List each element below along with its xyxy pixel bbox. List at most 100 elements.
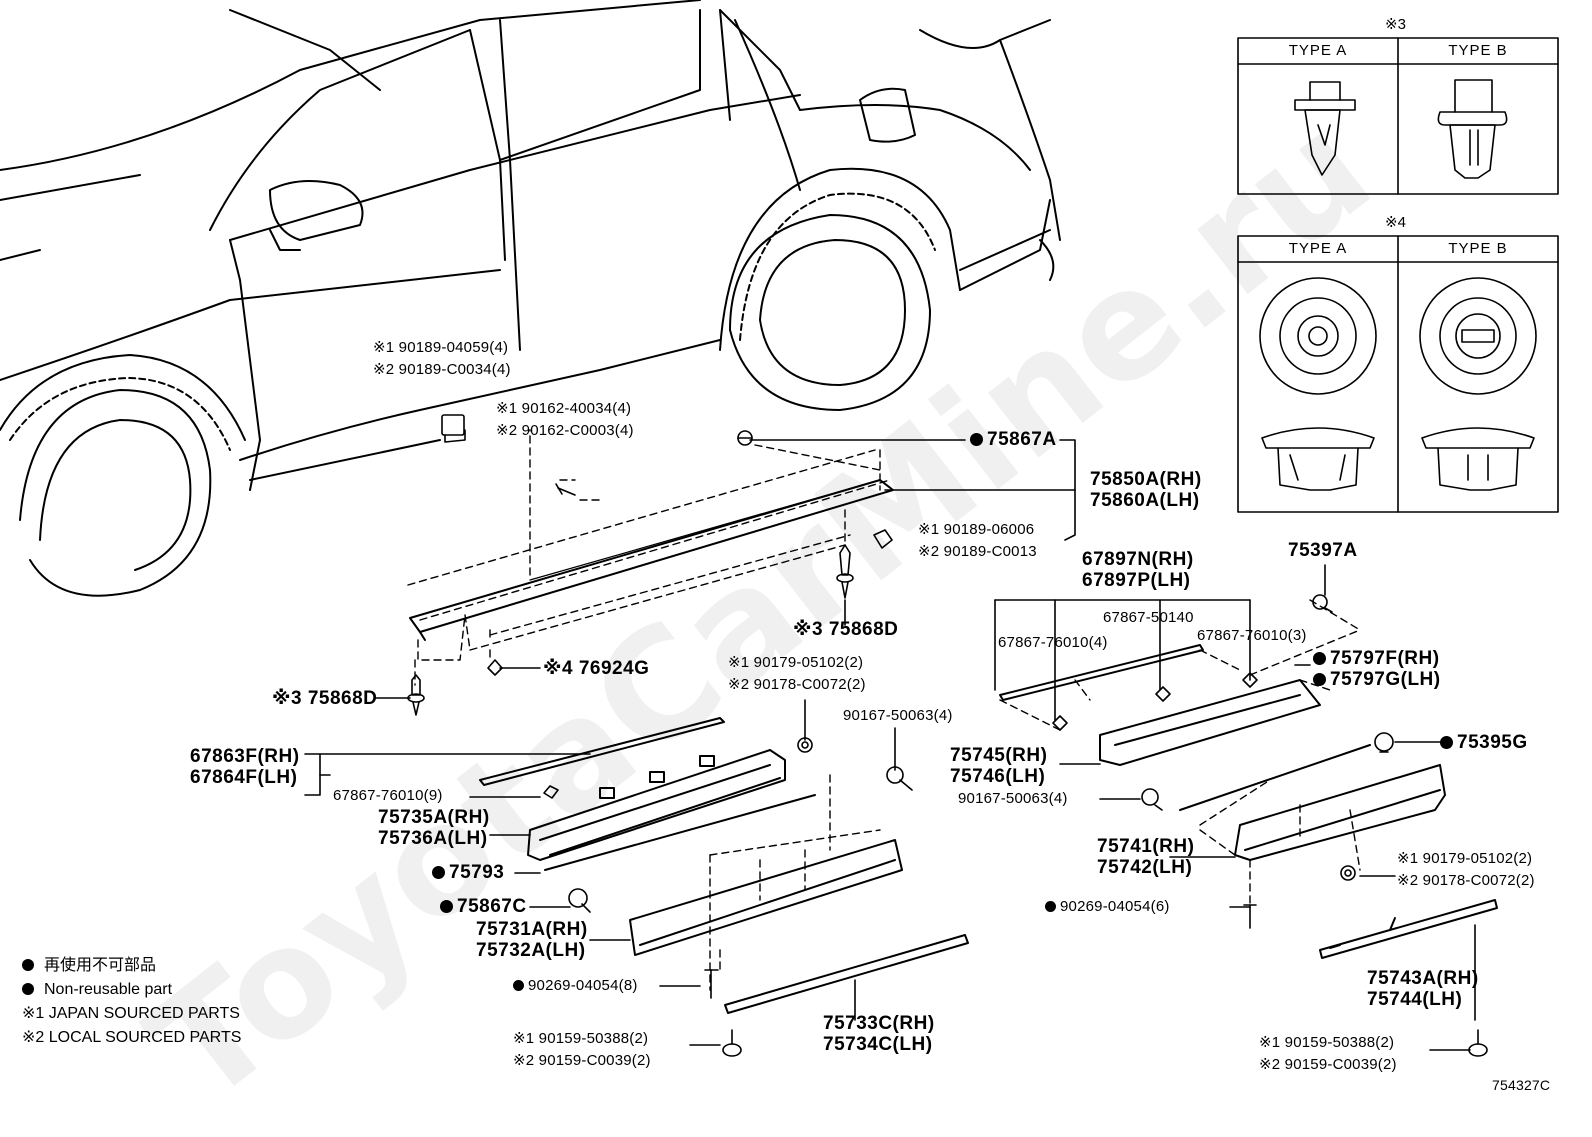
label-75736A: 75736A(LH): [378, 828, 488, 849]
label-75793: 75793: [432, 862, 504, 883]
label-75731A: 75731A(RH): [476, 919, 588, 940]
label-nut-90178-right: ※2 90178-C0072(2): [1397, 872, 1535, 889]
label-75742: 75742(LH): [1097, 857, 1193, 878]
label-75741: 75741(RH): [1097, 836, 1195, 857]
molding-75743: [1319, 899, 1498, 959]
fastener-icons: [407, 414, 1488, 1057]
legend-nonreusable-jp: 再使用不可部品: [44, 957, 157, 974]
clip-icon: [737, 430, 753, 446]
label-bolt-90167-right: 90167-50063(4): [958, 790, 1068, 807]
label-nut-90179-left: ※1 90179-05102(2): [728, 654, 864, 671]
label-clip-90189-jp: ※1 90189-04059(4): [373, 339, 509, 356]
label-75734C: 75734C(LH): [823, 1034, 933, 1055]
label-75745: 75745(RH): [950, 745, 1048, 766]
label-bolt-90159-jp-right: ※1 90159-50388(2): [1259, 1034, 1395, 1051]
bolt-icon: [886, 766, 913, 791]
bolt-icon: [1468, 1029, 1488, 1057]
label-75868D-bottom: ※3 75868D: [272, 688, 378, 709]
note-box-4: [1237, 235, 1559, 513]
label-nut-90179-right: ※1 90179-05102(2): [1397, 850, 1533, 867]
rivet-icon: [704, 969, 719, 999]
label-nut-90178-left: ※2 90178-C0072(2): [728, 676, 866, 693]
note-box-3-type-b: TYPE B: [1448, 42, 1508, 59]
label-75867C-text: 75867C: [457, 896, 527, 917]
label-rivet-90269-8-text: 90269-04054(8): [528, 977, 638, 994]
vehicle-outline: [0, 0, 1061, 597]
label-clip-90189-C0013: ※2 90189-C0013: [918, 543, 1037, 560]
bracket-75735: [527, 749, 786, 861]
label-75733C: 75733C(RH): [823, 1013, 935, 1034]
label-clip-67867-50140: 67867-50140: [1103, 609, 1194, 626]
label-clip-90189-06006: ※1 90189-06006: [918, 521, 1035, 538]
label-75850A: 75850A(RH): [1090, 469, 1202, 490]
label-screw-90162-local: ※2 90162-C0003(4): [496, 422, 634, 439]
label-75746: 75746(LH): [950, 766, 1046, 787]
push-clip-icon: [407, 674, 425, 716]
label-75743A: 75743A(RH): [1367, 968, 1479, 989]
note-box-4-title: ※4: [1385, 214, 1406, 231]
parts-diagram: [0, 0, 1559, 1057]
bolt-icon: [1141, 788, 1163, 811]
screw-icon: [555, 483, 576, 496]
label-bolt-90159-local-left: ※2 90159-C0039(2): [513, 1052, 651, 1069]
label-75867C: 75867C: [440, 896, 527, 917]
label-75732A: 75732A(LH): [476, 940, 586, 961]
note-box-4-type-a: TYPE A: [1288, 240, 1348, 257]
strip-75797: [1179, 744, 1371, 811]
label-clip-67867-4: 67867-76010(4): [998, 634, 1108, 651]
nut-icon: [1340, 865, 1356, 881]
label-67897P: 67897P(LH): [1082, 570, 1191, 591]
label-75744: 75744(LH): [1367, 989, 1463, 1010]
label-67897N: 67897N(RH): [1082, 549, 1194, 570]
legend-row-en: Non-reusable part: [22, 978, 241, 1002]
legend-row-jp: 再使用不可部品: [22, 954, 241, 978]
legend: 再使用不可部品 Non-reusable part ※1 JAPAN SOURC…: [22, 954, 241, 1050]
label-75797F: 75797F(RH): [1313, 648, 1440, 669]
label-75867A-text: 75867A: [987, 429, 1057, 450]
label-rivet-90269-8: 90269-04054(8): [513, 977, 638, 995]
clip-icon: [1312, 594, 1333, 613]
molding-67897: [999, 644, 1241, 731]
label-75395G-text: 75395G: [1457, 732, 1528, 753]
clip-icon: [543, 785, 559, 799]
label-75867A: 75867A: [970, 429, 1057, 450]
clip-icon: [1374, 732, 1394, 753]
label-75397A: 75397A: [1288, 540, 1358, 561]
label-rivet-90269-6: 90269-04054(6): [1045, 898, 1170, 916]
bracket-75745: [1099, 599, 1361, 766]
label-screw-90162-jp: ※1 90162-40034(4): [496, 400, 632, 417]
clip-icon: [1052, 672, 1258, 731]
molding-75731: [629, 774, 903, 991]
label-bolt-90167-left: 90167-50063(4): [843, 707, 953, 724]
rocker-molding-upper: [407, 429, 894, 686]
leader-lines: [304, 439, 1476, 1051]
label-75797G: 75797G(LH): [1313, 669, 1441, 690]
clip-icon: [487, 659, 503, 676]
rivet-icon: [1243, 904, 1257, 929]
note-box-4-type-b: TYPE B: [1448, 240, 1508, 257]
label-76924G: ※4 76924G: [543, 658, 650, 679]
strip-75793: [544, 794, 816, 871]
legend-local-sourced: ※2 LOCAL SOURCED PARTS: [22, 1029, 242, 1046]
label-75868D-top: ※3 75868D: [793, 619, 899, 640]
label-clip-67867-3: 67867-76010(3): [1197, 627, 1307, 644]
label-bolt-90159-local-right: ※2 90159-C0039(2): [1259, 1056, 1397, 1073]
nut-icon: [797, 737, 813, 753]
label-clip-67867-9: 67867-76010(9): [333, 787, 443, 804]
diagram-code: 754327C: [1492, 1077, 1551, 1093]
molding-75741: [1199, 764, 1446, 906]
label-rivet-90269-6-text: 90269-04054(6): [1060, 898, 1170, 915]
legend-nonreusable-en: Non-reusable part: [44, 981, 173, 998]
label-75793-text: 75793: [449, 862, 505, 883]
clip-icon: [568, 888, 591, 913]
note-box-3-title: ※3: [1385, 16, 1406, 33]
label-clip-90189-local: ※2 90189-C0034(4): [373, 361, 511, 378]
label-75735A: 75735A(RH): [378, 807, 490, 828]
label-75797G-text: 75797G(LH): [1330, 669, 1441, 690]
molding-75733: [724, 934, 969, 1014]
label-75797F-text: 75797F(RH): [1330, 648, 1440, 669]
label-75395G: 75395G: [1440, 732, 1528, 753]
molding-67863: [479, 717, 725, 786]
note-box-3-type-a: TYPE A: [1288, 42, 1348, 59]
label-75860A: 75860A(LH): [1090, 490, 1200, 511]
